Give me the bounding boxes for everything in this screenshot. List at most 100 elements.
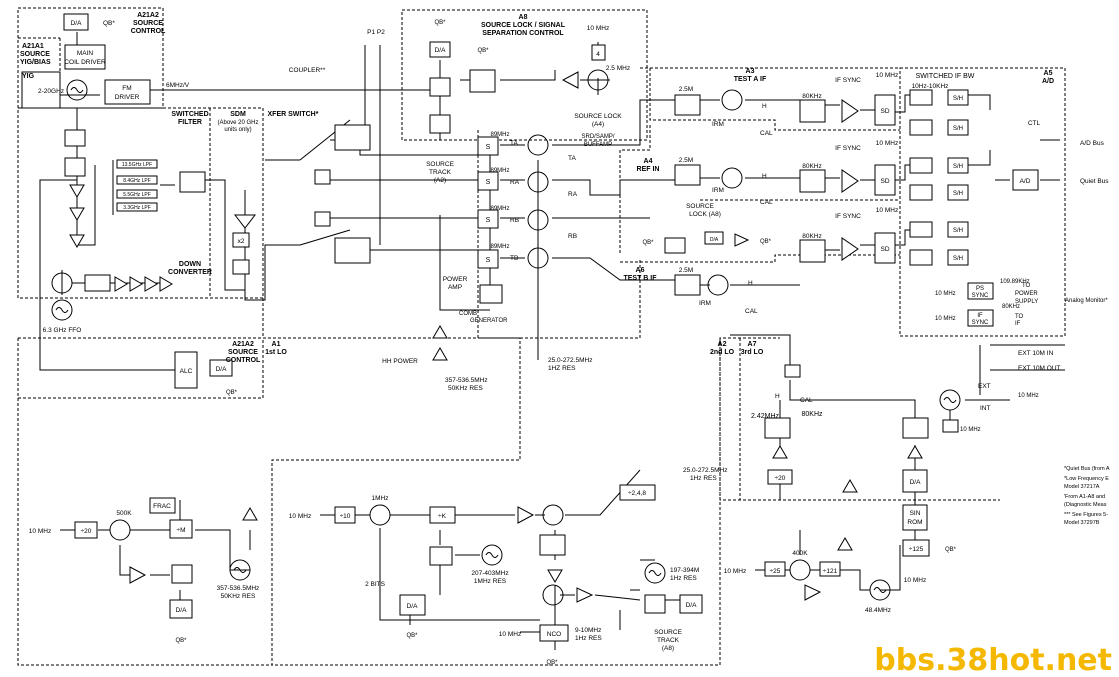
- footnote-1: *Quiet Bus (from A: [1064, 466, 1110, 472]
- qb-lo1: QB*: [175, 638, 187, 644]
- source-lock-a4-l1: SOURCE LOCK: [574, 113, 622, 120]
- k400: 400K: [792, 550, 808, 557]
- mhz89-2: 89MHz: [490, 168, 509, 174]
- da-a4: D/A: [710, 237, 719, 243]
- sd-b: SD: [880, 178, 889, 185]
- nco-res-l1: 9-10MHz: [575, 627, 601, 634]
- irm-c: IRM: [699, 300, 711, 307]
- to-ifs-l2: IF: [1015, 321, 1021, 327]
- sin-rom-l2: ROM: [907, 519, 922, 526]
- qb-a4: QB*: [642, 240, 654, 246]
- plus121: ÷121: [823, 568, 838, 575]
- m25-a: 2.5M: [679, 86, 693, 93]
- a2-l2: 2nd LO: [710, 349, 735, 356]
- qb-a8: QB*: [434, 20, 446, 26]
- irm-b: IRM: [712, 187, 724, 194]
- labels: A21A2 SOURCE CONTROL A21A1 SOURCE YIG/BI…: [20, 12, 1112, 677]
- bits2: 2 BITS: [365, 581, 386, 588]
- a21a2-top-l1: A21A2: [137, 12, 159, 19]
- a3-l2: TEST A IF: [734, 76, 767, 83]
- srd-l2: BUFFAMP: [584, 142, 612, 148]
- s1: S: [486, 144, 491, 151]
- a6-l1: A6: [636, 267, 645, 274]
- s3: S: [486, 217, 491, 224]
- footnote-7: Model 37297B: [1064, 520, 1100, 526]
- ps-sync-l1: PS: [976, 286, 984, 292]
- r197-l1: 197-394M: [670, 567, 699, 574]
- a7-l1: A7: [748, 341, 757, 348]
- to-ps-l2: POWER: [1015, 291, 1038, 297]
- srd-l1: SRD/SAMP/: [581, 134, 614, 140]
- ta-out: TA: [568, 155, 576, 162]
- ext-label: EXT: [978, 383, 991, 390]
- r207-l2: 1MHz RES: [474, 578, 507, 585]
- a5-l1: A5: [1044, 70, 1053, 77]
- plus20: ÷20: [81, 528, 92, 535]
- a21a2-top-l2: SOURCE: [133, 20, 163, 27]
- plus20b: ÷20: [775, 475, 786, 482]
- quiet-bus: Quiet Bus: [1080, 178, 1109, 185]
- lo2b-range-l1: 25.0-272.5MHz: [683, 467, 727, 474]
- da-track: D/A: [686, 602, 698, 609]
- mhz10-lo2: 10 MHz: [289, 513, 311, 520]
- khz80-lo3: 80KHz: [801, 411, 823, 418]
- main-coil-l1: MAIN: [77, 50, 94, 57]
- watermark: bbs.38hot.net: [874, 643, 1112, 677]
- a8-l2: SOURCE LOCK / SIGNAL: [481, 22, 566, 29]
- a5-l2: A/D: [1042, 78, 1054, 85]
- footnote-3: Model 37217A: [1064, 484, 1100, 490]
- blocks: [21, 13, 1039, 642]
- source-track-a2-l2: TRACK: [429, 169, 452, 176]
- lpf-1: 13.5GHz LPF: [122, 162, 152, 168]
- ra-out: RA: [568, 191, 578, 198]
- a8-l1: A8: [519, 14, 528, 21]
- two5mhz: 2.5 MHz: [606, 65, 630, 72]
- ps-sync-l2: SYNC: [972, 293, 989, 299]
- cal-c: CAL: [745, 308, 758, 315]
- xfer-switch: XFER SWITCH*: [268, 111, 319, 118]
- tb-in: TB: [510, 255, 518, 262]
- fm-driver-l1: FM: [122, 85, 131, 92]
- yig-label: YIG: [22, 73, 35, 80]
- ext10out: EXT 10M OUT: [1018, 365, 1061, 372]
- ra-in: RA: [510, 179, 520, 186]
- plus10: ÷10: [340, 513, 351, 520]
- irm-a: IRM: [712, 121, 724, 128]
- mhz10-lo3b: 10 MHz: [904, 577, 926, 584]
- div248: ÷2,4,8: [628, 490, 646, 497]
- div4: 4: [596, 51, 600, 58]
- cal-lo3: CAL: [800, 397, 813, 404]
- down-conv-l2: CONVERTER: [168, 269, 212, 276]
- rb-out: RB: [568, 233, 577, 240]
- lo2b-range-l2: 1Hz RES: [690, 475, 717, 482]
- main-coil-l2: COIL DRIVER: [64, 59, 106, 66]
- switched-filter-l1: SWITCHED: [171, 111, 208, 118]
- da-lo2: D/A: [407, 603, 419, 610]
- yig-range: 2-20GHz: [38, 88, 64, 95]
- lo1b-range-l1: 357-536.5MHz: [217, 585, 260, 592]
- oscillator-glyphs: [55, 87, 957, 593]
- sdm-l3: units only): [224, 127, 251, 133]
- plus-m: ÷M: [177, 527, 186, 534]
- rb-in: RB: [510, 217, 519, 224]
- h-c: H: [748, 280, 753, 287]
- a6-l2: TEST B IF: [623, 275, 657, 282]
- sh-3: S/H: [953, 164, 963, 170]
- s4: S: [486, 257, 491, 264]
- ext10in: EXT 10M IN: [1018, 350, 1054, 357]
- lo1b-range-l2: 50KHz RES: [221, 593, 256, 600]
- qb-a4b: QB*: [760, 239, 772, 245]
- a4-l2: REF IN: [637, 166, 660, 173]
- hh-power: HH POWER: [382, 358, 418, 365]
- mhz10-nco: 10 MHz: [499, 631, 521, 638]
- power-amp-l1: POWER: [443, 276, 468, 283]
- source-lock-a4-l2: (A4): [592, 121, 604, 128]
- lpf-2: 8.4GHz LPF: [123, 178, 151, 184]
- mhz484: 48.4MHz: [865, 607, 891, 614]
- plus25: ÷25: [770, 568, 781, 575]
- source-track-a2-l3: (A2): [434, 177, 446, 184]
- coupler-label: COUPLER**: [289, 67, 326, 74]
- to10mhz: 10 MHz: [1018, 393, 1039, 399]
- da-top: D/A: [71, 20, 83, 27]
